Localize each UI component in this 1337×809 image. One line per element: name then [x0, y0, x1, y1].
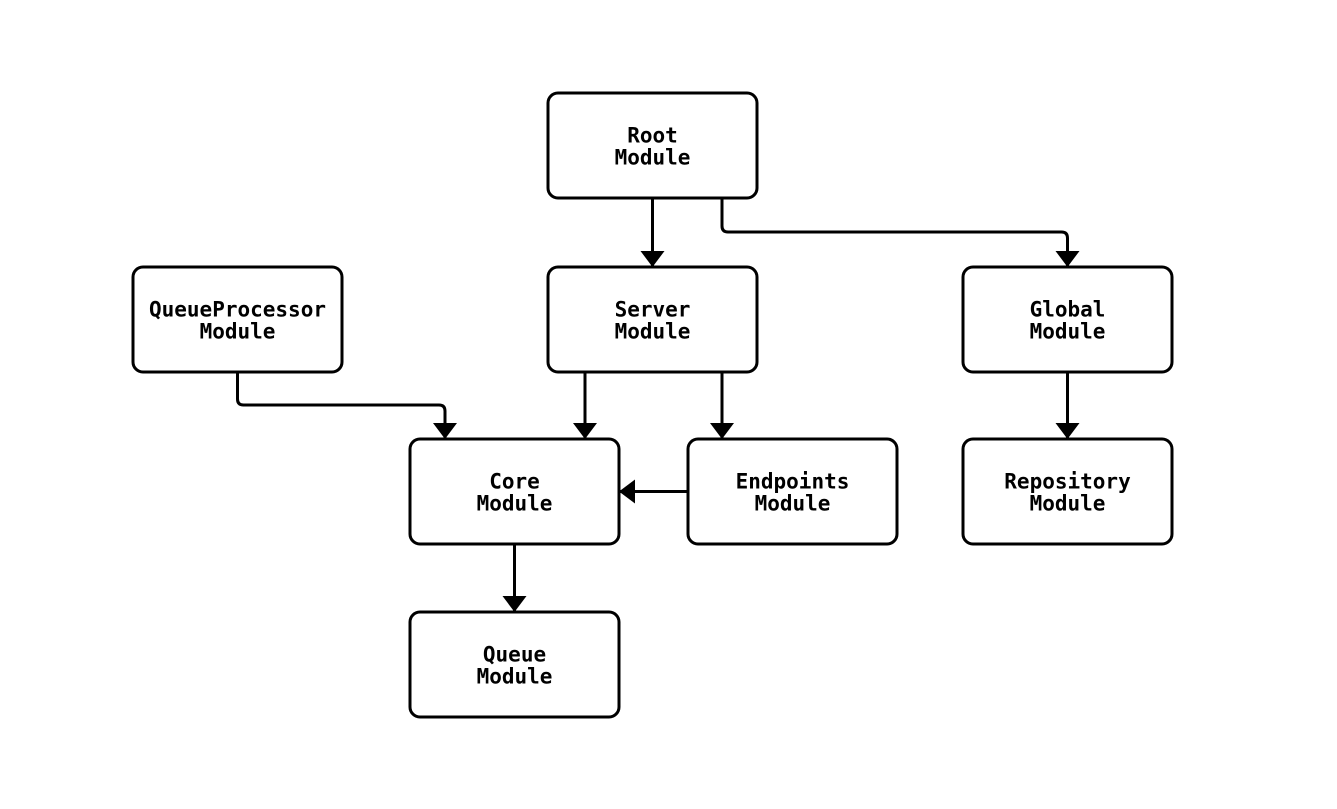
node-repository-box	[961, 437, 1174, 546]
node-queue-box	[408, 610, 621, 719]
node-queueprocessor-box	[131, 265, 344, 374]
node-root-module: Root Module	[546, 91, 759, 200]
node-server-box	[546, 265, 759, 374]
edge-root-to-global	[720, 198, 1080, 267]
node-global-box	[961, 265, 1174, 374]
node-endpoints-box	[686, 437, 899, 546]
node-root-box	[546, 91, 759, 200]
node-repository-module: Repository Module	[961, 437, 1174, 546]
node-server-module: Server Module	[546, 265, 759, 374]
node-global-module: Global Module	[961, 265, 1174, 374]
node-repository-label-line2: Module	[1030, 492, 1106, 516]
node-global-label-line2: Module	[1030, 320, 1106, 344]
node-queue-module: Queue Module	[408, 610, 621, 719]
node-queueprocessor-label-line1: QueueProcessor	[149, 298, 326, 322]
node-global-label-line1: Global	[1030, 298, 1106, 322]
node-server-label-line1: Server	[615, 298, 691, 322]
node-endpoints-module: Endpoints Module	[686, 437, 899, 546]
node-server-label-line2: Module	[615, 320, 691, 344]
edge-queueprocessor-to-core	[236, 372, 457, 439]
node-endpoints-label-line2: Module	[755, 492, 831, 516]
node-core-module: Core Module	[408, 437, 621, 546]
node-queueprocessor-module: QueueProcessor Module	[131, 265, 344, 374]
node-core-label-line2: Module	[477, 492, 553, 516]
edge-layer	[236, 198, 1080, 612]
node-queue-label-line2: Module	[477, 665, 553, 689]
node-root-label-line1: Root	[627, 124, 678, 148]
node-endpoints-label-line1: Endpoints	[736, 470, 850, 494]
node-queue-label-line1: Queue	[483, 643, 546, 667]
node-root-label-line2: Module	[615, 146, 691, 170]
node-queueprocessor-label-line2: Module	[200, 320, 276, 344]
node-core-label-line1: Core	[489, 470, 540, 494]
node-core-box	[408, 437, 621, 546]
node-repository-label-line1: Repository	[1004, 470, 1131, 494]
